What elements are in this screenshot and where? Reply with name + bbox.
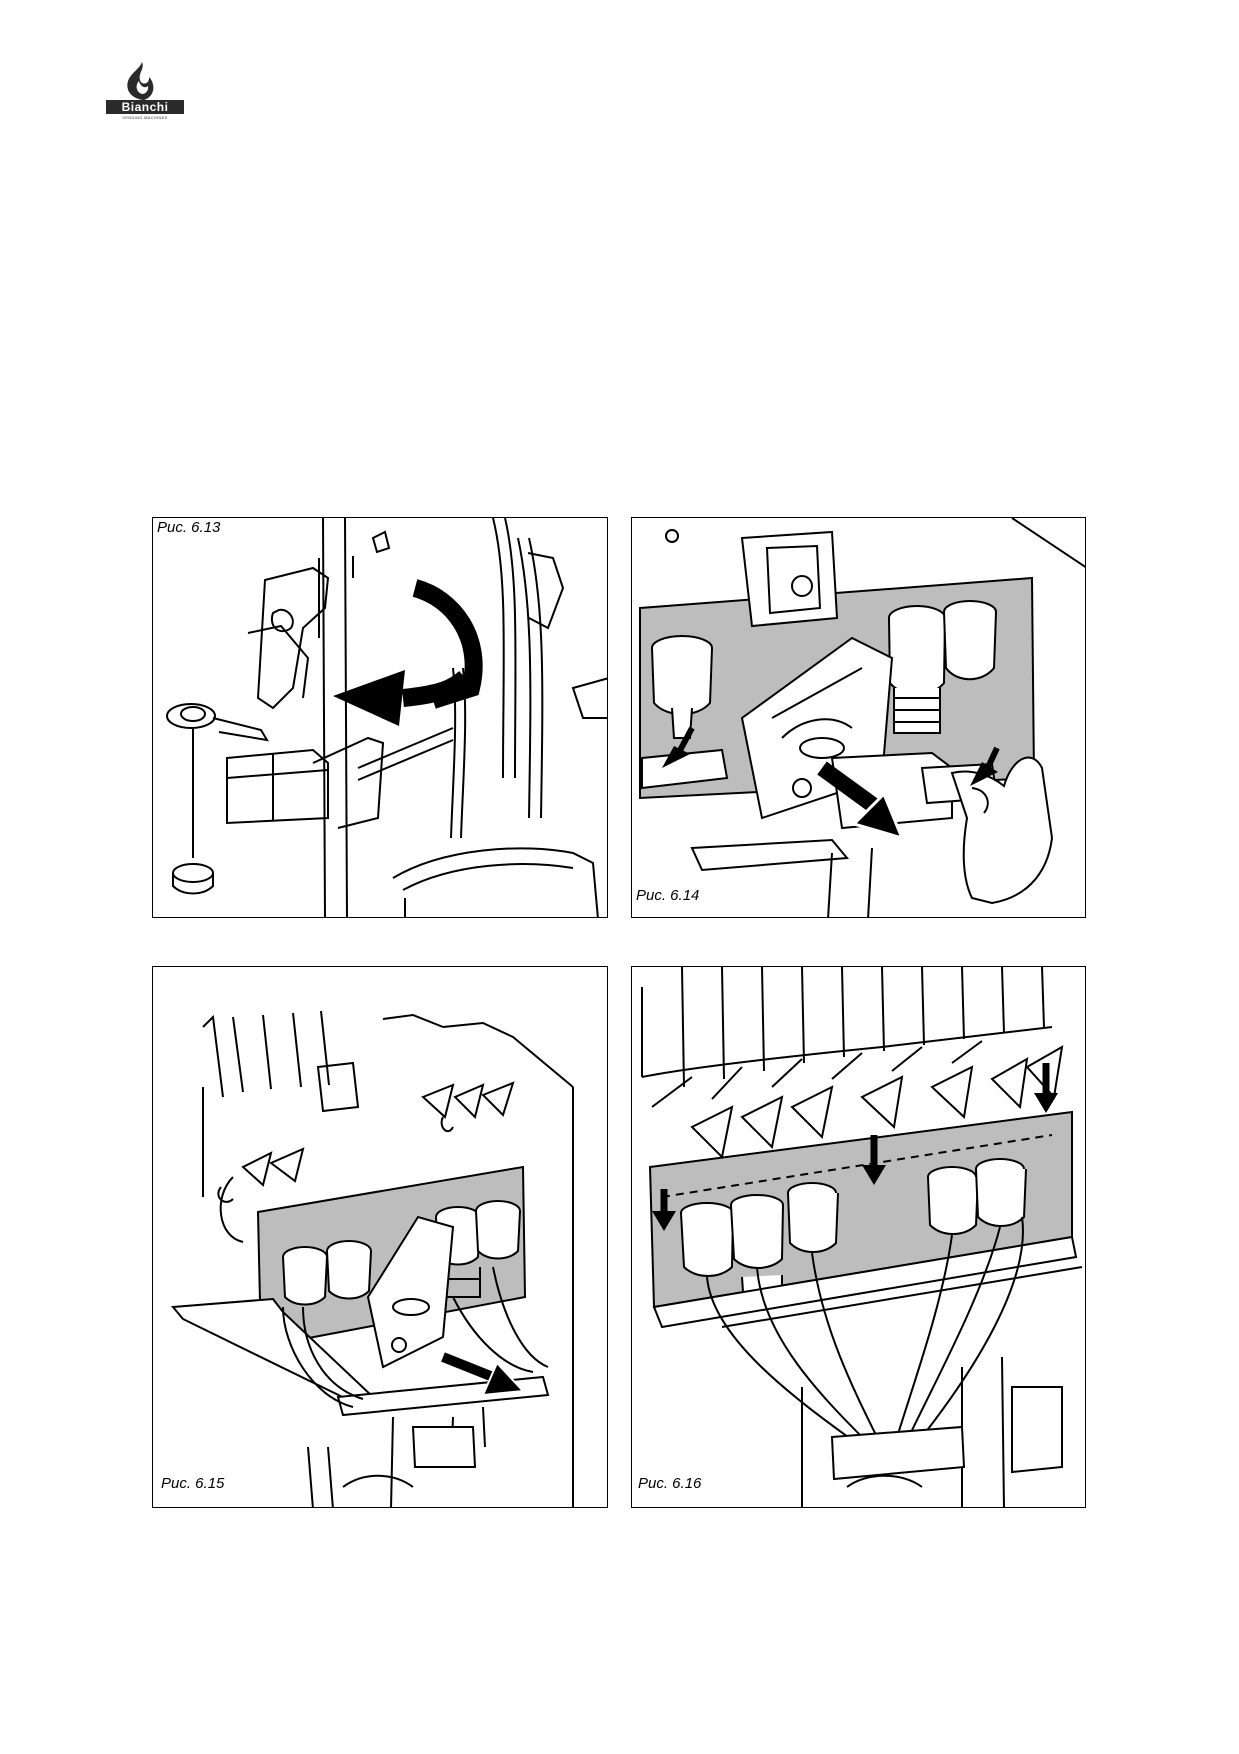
brand-tagline: VENDING MACHINES xyxy=(122,115,168,120)
figure-6-14: Рис. 6.14 xyxy=(631,517,1086,918)
figure-6-15: Рис. 6.15 xyxy=(152,966,608,1508)
figure-6-16: Рис. 6.16 xyxy=(631,966,1086,1508)
mixer-pull-illustration xyxy=(639,518,1085,917)
figure-caption: Рис. 6.16 xyxy=(636,1475,704,1493)
bianchi-logo: Bianchi VENDING MACHINES xyxy=(96,60,190,122)
brewer-rotate-illustration xyxy=(166,518,607,917)
mixer-panel-removal-illustration xyxy=(170,1010,574,1507)
brand-name: Bianchi xyxy=(106,100,184,114)
figure-6-13: Рис. 6.13 xyxy=(152,517,608,918)
figure-caption: Рис. 6.15 xyxy=(159,1475,227,1493)
mixer-panel-refit-illustration xyxy=(641,967,1083,1507)
figure-caption: Рис. 6.13 xyxy=(155,519,223,537)
figure-caption: Рис. 6.14 xyxy=(634,887,702,905)
bianchi-flame-logo-icon xyxy=(127,62,154,100)
